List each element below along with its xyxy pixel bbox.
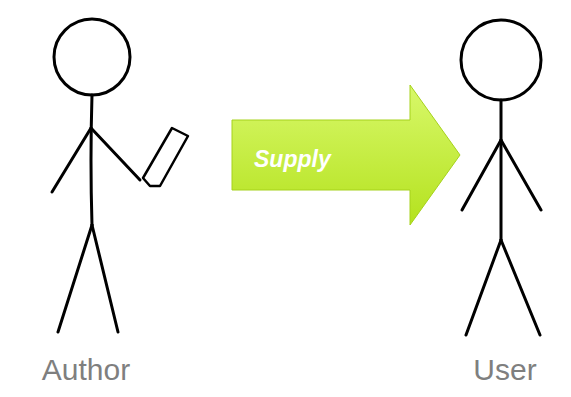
stick-figure-node: Author <box>30 10 232 395</box>
author-arm <box>52 128 91 192</box>
arrow-label: Supply <box>254 145 331 173</box>
user-arm <box>462 140 501 210</box>
author-head <box>54 19 130 95</box>
user-head <box>461 20 541 100</box>
user-leg <box>466 240 501 335</box>
document-sheet <box>143 128 188 186</box>
stick-figure-node: User <box>460 10 560 395</box>
block-arrow <box>232 85 460 225</box>
figure-caption: Author <box>30 352 142 388</box>
user-leg <box>501 240 540 335</box>
author-arm <box>91 128 140 180</box>
user-body <box>500 100 503 240</box>
user-figure <box>461 20 541 335</box>
user-arm <box>501 140 541 210</box>
author-figure <box>52 19 188 332</box>
author-leg <box>92 225 118 332</box>
author-body <box>91 95 92 225</box>
figure-caption: User <box>460 352 550 388</box>
author-leg <box>58 225 92 332</box>
